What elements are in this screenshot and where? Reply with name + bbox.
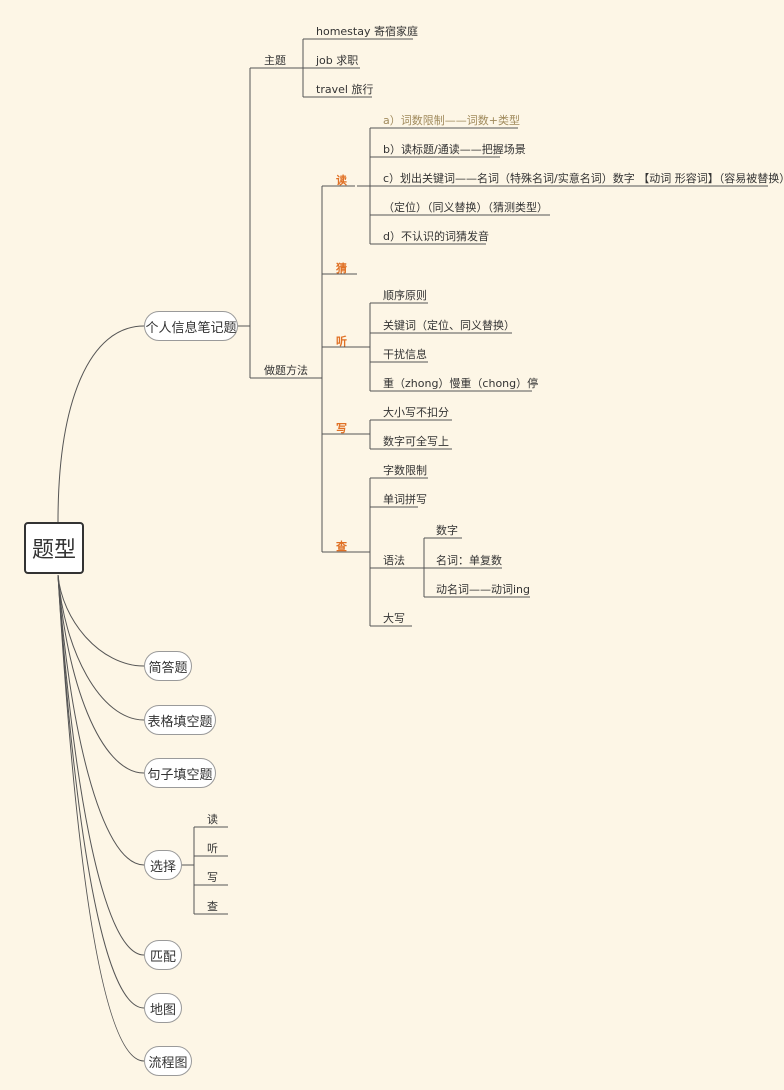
check-item[interactable]: 单词拼写 <box>383 493 427 506</box>
theme-item[interactable]: job 求职 <box>316 54 359 67</box>
node-short-answer[interactable]: 简答题 <box>144 651 192 681</box>
node-multiple-choice[interactable]: 选择 <box>144 850 182 880</box>
grammar-item[interactable]: 数字 <box>436 524 458 537</box>
node-map[interactable]: 地图 <box>144 993 182 1023</box>
listen-item[interactable]: 干扰信息 <box>383 348 427 361</box>
check-item[interactable]: 大写 <box>383 612 405 625</box>
node-table-completion[interactable]: 表格填空题 <box>144 705 216 735</box>
choice-item[interactable]: 读 <box>207 813 218 826</box>
grammar-item[interactable]: 动名词——动词ing <box>436 583 531 596</box>
listen-item[interactable]: 顺序原则 <box>383 289 427 302</box>
root-node[interactable]: 题型 <box>24 522 84 574</box>
choice-item[interactable]: 听 <box>207 842 218 855</box>
read-item[interactable]: b）读标题/通读——把握场景 <box>383 143 526 156</box>
read-item[interactable]: c）划出关键词——名词（特殊名词/实意名词）数字 【动词 形容词】（容易被替换） <box>383 172 784 185</box>
check-item[interactable]: 字数限制 <box>383 464 427 477</box>
node-check[interactable]: 查 <box>336 540 347 553</box>
write-item[interactable]: 大小写不扣分 <box>383 406 449 419</box>
read-item[interactable]: a）词数限制——词数+类型 <box>383 114 520 127</box>
node-matching[interactable]: 匹配 <box>144 940 182 970</box>
check-item-grammar[interactable]: 语法 <box>383 554 405 567</box>
node-personal-info-notes[interactable]: 个人信息笔记题 <box>144 311 238 341</box>
read-item[interactable]: （定位）（同义替换）（猜测类型） <box>383 201 548 214</box>
node-method[interactable]: 做题方法 <box>264 364 308 377</box>
node-sentence-completion[interactable]: 句子填空题 <box>144 758 216 788</box>
grammar-item[interactable]: 名词：单复数 <box>436 554 502 567</box>
write-item[interactable]: 数字可全写上 <box>383 435 449 448</box>
node-write[interactable]: 写 <box>336 422 347 435</box>
choice-item[interactable]: 查 <box>207 900 218 913</box>
node-theme[interactable]: 主题 <box>264 54 286 67</box>
theme-item[interactable]: homestay 寄宿家庭 <box>316 25 418 38</box>
read-item[interactable]: d）不认识的词猜发音 <box>383 230 489 243</box>
node-read[interactable]: 读 <box>336 174 347 187</box>
node-flowchart[interactable]: 流程图 <box>144 1046 192 1076</box>
choice-item[interactable]: 写 <box>207 871 218 884</box>
node-listen[interactable]: 听 <box>336 335 347 348</box>
node-guess[interactable]: 猜 <box>336 262 347 275</box>
listen-item[interactable]: 重（zhong）慢重（chong）停 <box>383 377 539 390</box>
theme-item[interactable]: travel 旅行 <box>316 83 374 96</box>
listen-item[interactable]: 关键词（定位、同义替换） <box>383 319 515 332</box>
